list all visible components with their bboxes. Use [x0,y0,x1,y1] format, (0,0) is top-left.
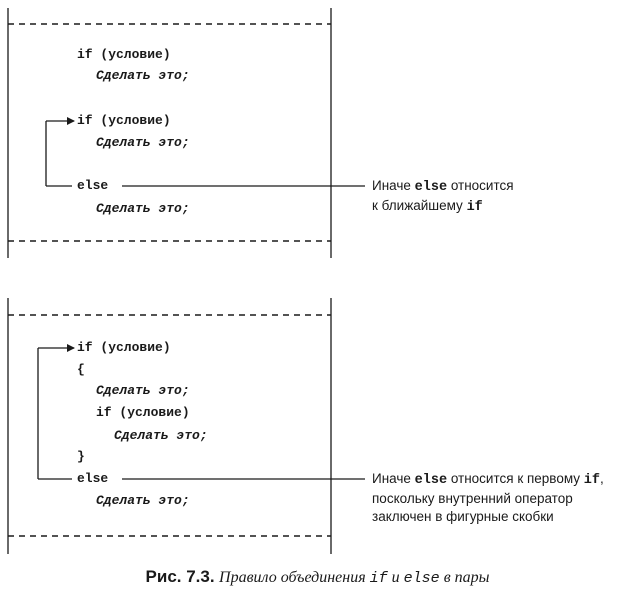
panel1-frame [7,8,332,258]
panel1-note: Иначе else относится к ближайшему if [372,177,514,217]
panel1-note-line1-prefix: Иначе [372,178,415,193]
caption-text-before: Правило объединения [219,569,370,586]
panel2-action1: Сделать это; [96,383,190,398]
panel1-inner-if-line: if (условие) [77,113,171,128]
panel2-inner-if-line: if (условие) [96,405,190,420]
panel2-note-line2: поскольку внутренний оператор [372,491,573,506]
panel1-note-line1-kw: else [414,180,448,195]
panel2-note-line1-kw: else [414,473,448,488]
caption-text-and: и [387,569,404,586]
panel2-note-line1: Иначе else относится к первому if, [372,470,604,490]
figure-label: Рис. 7.3. [145,567,215,586]
panel2-note-line1-prefix: Иначе [372,471,415,486]
panel1-note-line1-suffix: относится [447,178,514,193]
panel2-frame [7,298,332,554]
panel1-else-line: else [77,178,109,193]
panel2-note-line1-suffix: , [599,471,604,486]
panel2-if-line: if (условие) [77,340,171,355]
panel2-note-line1-kw2: if [583,473,600,488]
panel2-inner-action: Сделать это; [114,428,208,443]
figure-caption: Рис. 7.3. Правило объединения if и else … [0,566,635,590]
panel1-note-line2: к ближайшему if [372,197,514,217]
panel1-pairing-arrow [45,117,75,187]
panel2-note: Иначе else относится к первому if, поско… [372,470,604,526]
panel2-note-line1-mid: относится к первому [447,471,584,486]
panel2-close-brace: } [77,449,85,464]
caption-kw-else: else [403,570,440,587]
panel1-action1: Сделать это; [96,68,190,83]
panel2-action2: Сделать это; [96,493,190,508]
panel1-action3: Сделать это; [96,201,190,216]
panel2-pairing-arrow [37,344,75,480]
caption-text-after: в пары [439,569,490,586]
panel1-note-line1: Иначе else относится [372,177,514,197]
panel1-note-line2-prefix: к ближайшему [372,198,467,213]
panel2-else-line: else [77,471,109,486]
panel2-open-brace: { [77,362,85,377]
panel1-note-line2-kw: if [466,200,483,215]
panel2-note-line3: заключен в фигурные скобки [372,509,554,524]
caption-kw-if: if [369,570,388,587]
panel1-action2: Сделать это; [96,135,190,150]
panel1-if-line: if (условие) [77,47,171,62]
